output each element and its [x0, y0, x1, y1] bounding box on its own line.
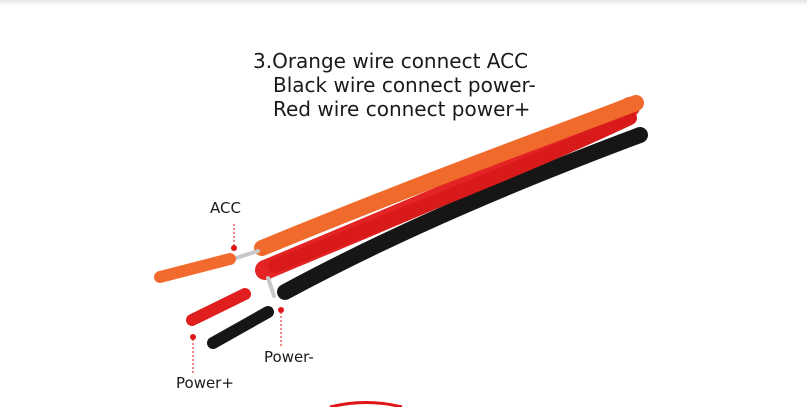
instruction-power-minus: Black wire connect power-	[273, 73, 536, 97]
instruction-acc: 3.Orange wire connect ACC	[253, 49, 529, 73]
orange-wire-copper	[234, 249, 260, 260]
instruction-power-plus: Red wire connect power+	[273, 97, 531, 121]
cable-black-wire	[277, 127, 648, 300]
red-wire-copper	[266, 276, 276, 298]
cable-red-wire	[268, 111, 637, 273]
next-step-arc	[329, 401, 403, 407]
power-minus-marker	[278, 307, 284, 313]
red-wire-end	[186, 288, 251, 326]
power-plus-label: Power+	[176, 374, 234, 392]
black-wire-end	[207, 306, 274, 349]
power-plus-marker	[190, 334, 196, 340]
acc-label: ACC	[210, 199, 241, 217]
top-edge-shadow	[0, 0, 807, 6]
wiring-instructions: 3.Orange wire connect ACC Black wire con…	[253, 49, 536, 121]
cable-orange-wire	[254, 95, 644, 256]
orange-wire-end	[154, 253, 236, 283]
acc-marker	[231, 245, 237, 251]
power-minus-label: Power-	[264, 348, 314, 366]
